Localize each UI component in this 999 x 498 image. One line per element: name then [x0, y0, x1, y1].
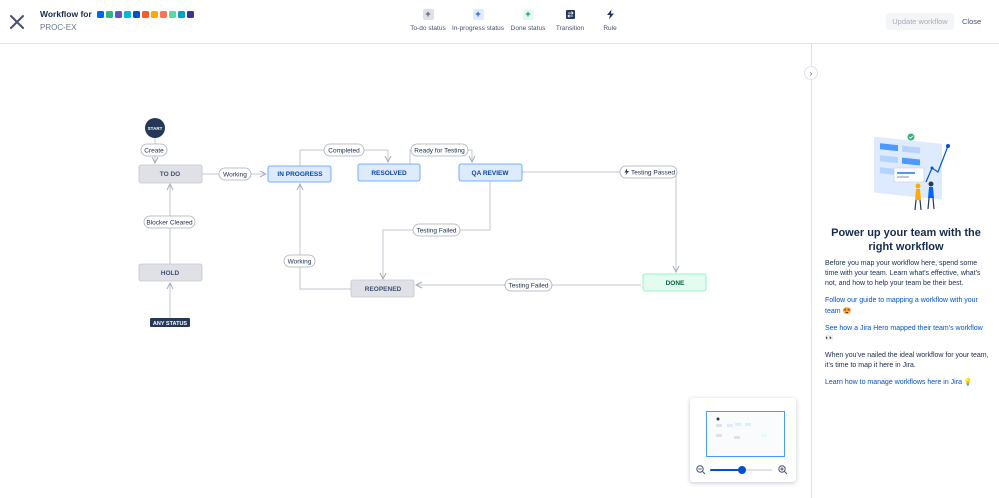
transition-blocker-cleared[interactable]: Blocker Cleared — [143, 215, 196, 229]
svg-text:Testing Failed: Testing Failed — [508, 283, 548, 290]
add-inprogress-status-button[interactable]: + In-progress status — [451, 9, 505, 32]
svg-text:Ready for Testing: Ready for Testing — [414, 148, 465, 155]
svg-text:Testing Passed: Testing Passed — [631, 170, 675, 177]
issue-type-icon — [186, 10, 194, 18]
svg-text:Create: Create — [144, 148, 164, 155]
add-rule-button[interactable]: Rule — [590, 9, 630, 32]
transition-working-1[interactable]: Working — [218, 167, 252, 181]
lightning-icon — [624, 168, 629, 176]
issue-type-icon — [168, 10, 176, 18]
minimap-viewport[interactable] — [706, 411, 785, 457]
add-done-status-button[interactable]: + Done status — [510, 9, 546, 32]
manage-workflows-link[interactable]: Learn how to manage workflows here in Ji… — [825, 379, 973, 387]
svg-text:QA REVIEW: QA REVIEW — [472, 170, 510, 177]
status-node-reopened[interactable]: REOPENED — [350, 279, 415, 298]
svg-text:Working: Working — [223, 172, 247, 179]
issue-type-icon — [150, 10, 158, 18]
svg-text:REOPENED: REOPENED — [365, 286, 402, 293]
start-label: START — [148, 126, 163, 131]
issue-type-icon — [141, 10, 149, 18]
issue-type-icon — [132, 10, 140, 18]
panel-intro: Before you map your workflow here, spend… — [825, 260, 981, 288]
issue-type-icon — [96, 10, 104, 18]
top-bar: Workflow for PROC-EX + To-do status + In… — [0, 0, 999, 44]
issue-type-icon — [114, 10, 122, 18]
status-node-resolved[interactable]: RESOLVED — [357, 163, 421, 182]
svg-text:Working: Working — [288, 259, 312, 266]
start-node[interactable] — [145, 118, 165, 138]
transition-completed[interactable]: Completed — [323, 143, 365, 157]
minimap — [690, 398, 796, 482]
panel-heading: Power up your team with the right workfl… — [831, 227, 981, 254]
status-node-done[interactable]: DONE — [642, 273, 707, 292]
issue-type-icons — [96, 10, 194, 18]
side-panel: Power up your team with the right workfl… — [811, 44, 999, 498]
close-button[interactable]: Close — [962, 13, 981, 30]
svg-text:Blocker Cleared: Blocker Cleared — [146, 220, 193, 227]
plus-icon: + — [422, 9, 434, 20]
svg-text:Completed: Completed — [328, 148, 360, 155]
zoom-out-icon[interactable] — [696, 465, 706, 475]
zoom-in-icon[interactable] — [778, 465, 788, 475]
chevron-right-icon: › — [809, 68, 813, 78]
edge-testing-passed — [522, 171, 676, 272]
panel-body: Before you map your workflow here, spend… — [825, 259, 990, 395]
page-title: Workflow for — [40, 9, 92, 19]
any-status-node[interactable] — [150, 318, 190, 327]
workflow-canvas[interactable]: START ANY STATUS TO DO HOLD REOPENED — [32, 44, 812, 498]
toolbar: + To-do status + In-progress status + Do… — [405, 9, 630, 32]
transition-create[interactable]: Create — [140, 143, 168, 157]
transition-testing-passed[interactable]: Testing Passed — [619, 165, 678, 179]
update-workflow-button[interactable]: Update workflow — [886, 13, 954, 30]
edge-working-2 — [300, 184, 351, 290]
svg-text:RESOLVED: RESOLVED — [371, 170, 407, 177]
add-transition-button[interactable]: Transition — [550, 9, 590, 32]
svg-text:IN PROGRESS: IN PROGRESS — [277, 171, 323, 178]
guide-link[interactable]: Follow our guide to mapping a workflow w… — [825, 297, 978, 315]
plus-icon: + — [522, 9, 534, 20]
jira-hero-link[interactable]: See how a Jira Hero mapped their team's … — [825, 324, 983, 342]
svg-text:Testing Failed: Testing Failed — [416, 228, 456, 235]
issue-type-icon — [105, 10, 113, 18]
issue-type-icon — [159, 10, 167, 18]
status-node-qa-review[interactable]: QA REVIEW — [458, 163, 523, 182]
collapse-panel-button[interactable]: › — [804, 66, 818, 80]
any-status-label: ANY STATUS — [153, 321, 188, 327]
close-icon[interactable] — [8, 13, 26, 31]
team-workflow-illustration — [874, 133, 950, 211]
issue-type-icon — [177, 10, 185, 18]
status-node-in-progress[interactable]: IN PROGRESS — [267, 165, 332, 183]
transition-testing-failed-2[interactable]: Testing Failed — [504, 278, 553, 292]
workflow-diagram: START ANY STATUS TO DO HOLD REOPENED — [138, 118, 707, 327]
issue-type-icon — [123, 10, 131, 18]
transition-ready-for-testing[interactable]: Ready for Testing — [410, 143, 469, 157]
lightning-icon — [606, 9, 614, 20]
add-todo-status-button[interactable]: + To-do status — [410, 9, 446, 32]
status-node-hold[interactable]: HOLD — [138, 263, 203, 282]
zoom-slider[interactable] — [710, 466, 772, 474]
panel-nailed-text: When you've nailed the ideal workflow fo… — [825, 351, 989, 370]
svg-text:HOLD: HOLD — [161, 270, 180, 277]
transition-icon — [565, 10, 575, 19]
svg-text:TO DO: TO DO — [160, 171, 180, 178]
svg-text:DONE: DONE — [666, 280, 685, 287]
project-key: PROC-EX — [40, 23, 77, 32]
transition-working-2[interactable]: Working — [283, 254, 316, 268]
transition-testing-failed-1[interactable]: Testing Failed — [412, 223, 461, 237]
title-block: Workflow for PROC-EX — [40, 9, 194, 32]
plus-icon: + — [472, 9, 484, 20]
minimap-preview — [716, 417, 767, 439]
zoom-slider-thumb[interactable] — [738, 466, 747, 474]
status-node-todo[interactable]: TO DO — [138, 164, 203, 184]
